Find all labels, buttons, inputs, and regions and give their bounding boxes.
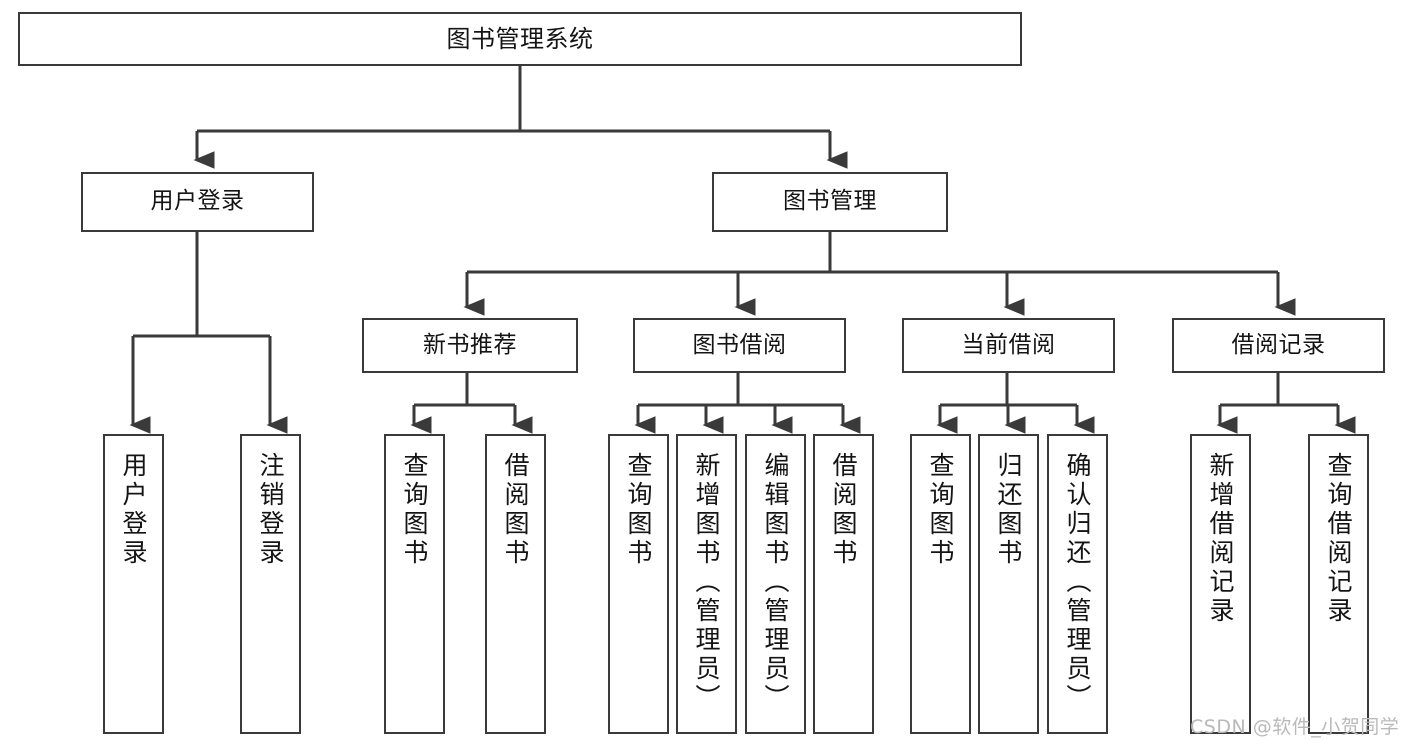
node-leaf-user-login[interactable]: 用户登录 <box>103 434 164 734</box>
node-leaf-borrow-book-2[interactable]: 借阅图书 <box>813 434 874 734</box>
node-leaf-user-login-label: 用户登录 <box>119 452 148 568</box>
node-new-book-recommend[interactable]: 新书推荐 <box>362 318 578 373</box>
node-book-borrow-label: 图书借阅 <box>692 331 787 358</box>
node-leaf-borrow-book-1[interactable]: 借阅图书 <box>485 434 546 734</box>
node-leaf-add-record[interactable]: 新增借阅记录 <box>1190 434 1251 734</box>
node-root-system[interactable]: 图书管理系统 <box>18 12 1022 66</box>
node-leaf-return-book-label: 归还图书 <box>994 452 1023 568</box>
node-book-manage[interactable]: 图书管理 <box>712 172 948 232</box>
node-current-borrow[interactable]: 当前借阅 <box>902 318 1115 373</box>
node-book-manage-label: 图书管理 <box>783 188 877 215</box>
node-leaf-query-book-3[interactable]: 查询图书 <box>910 434 971 734</box>
node-borrow-record-label: 借阅记录 <box>1231 331 1326 358</box>
node-leaf-add-record-label: 新增借阅记录 <box>1206 452 1235 626</box>
node-leaf-user-logout[interactable]: 注销登录 <box>240 434 301 734</box>
node-book-borrow[interactable]: 图书借阅 <box>633 318 846 373</box>
node-user-login-label: 用户登录 <box>150 188 245 215</box>
node-leaf-add-book[interactable]: 新增图书（管理员） <box>676 434 737 734</box>
node-leaf-borrow-book-2-label: 借阅图书 <box>829 452 858 568</box>
node-leaf-query-book-1[interactable]: 查询图书 <box>384 434 445 734</box>
node-leaf-borrow-book-1-label: 借阅图书 <box>501 452 530 568</box>
node-leaf-query-book-3-label: 查询图书 <box>926 452 955 568</box>
node-leaf-query-book-1-label: 查询图书 <box>400 452 429 568</box>
csdn-watermark: CSDN @软件_小贺同学 <box>1190 716 1400 738</box>
node-leaf-user-logout-label: 注销登录 <box>256 452 285 568</box>
node-new-book-recommend-label: 新书推荐 <box>423 331 517 358</box>
node-leaf-edit-book-label: 编辑图书（管理员） <box>761 452 790 713</box>
node-leaf-query-book-2[interactable]: 查询图书 <box>608 434 669 734</box>
node-borrow-record[interactable]: 借阅记录 <box>1172 318 1385 373</box>
node-leaf-return-book[interactable]: 归还图书 <box>978 434 1039 734</box>
node-user-login[interactable]: 用户登录 <box>81 172 314 232</box>
node-leaf-add-book-label: 新增图书（管理员） <box>692 452 721 713</box>
node-leaf-confirm-return[interactable]: 确认归还（管理员） <box>1047 434 1108 734</box>
node-root-system-label: 图书管理系统 <box>446 24 594 53</box>
node-leaf-query-record[interactable]: 查询借阅记录 <box>1308 434 1369 734</box>
node-current-borrow-label: 当前借阅 <box>961 331 1056 358</box>
node-leaf-edit-book[interactable]: 编辑图书（管理员） <box>745 434 806 734</box>
node-leaf-confirm-return-label: 确认归还（管理员） <box>1063 452 1092 713</box>
node-leaf-query-record-label: 查询借阅记录 <box>1324 452 1353 626</box>
node-leaf-query-book-2-label: 查询图书 <box>624 452 653 568</box>
